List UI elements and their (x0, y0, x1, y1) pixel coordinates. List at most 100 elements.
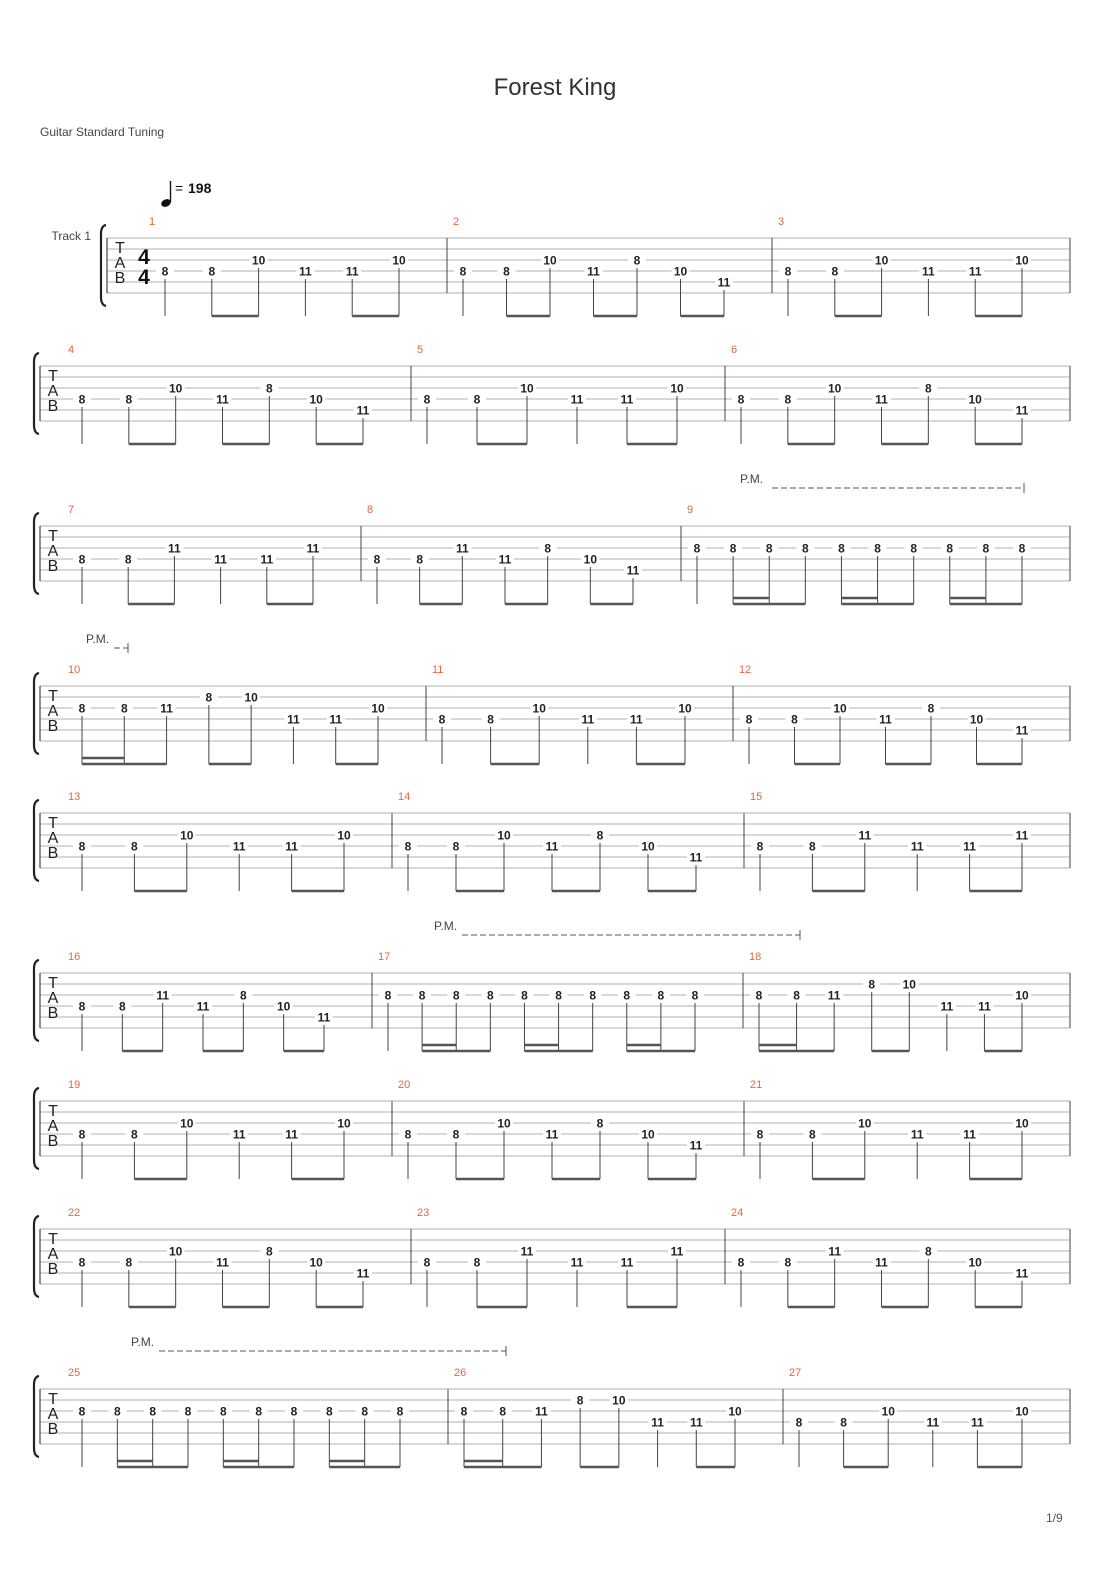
fret-backdrop (391, 1405, 409, 1417)
fret-number: 8 (374, 553, 381, 567)
fret-number: 11 (546, 840, 559, 854)
measure-number: 16 (68, 951, 80, 963)
fret-backdrop (591, 1117, 609, 1129)
fret-backdrop (686, 989, 704, 1001)
fret-backdrop (966, 1256, 985, 1268)
fret-backdrop (234, 989, 253, 1001)
fret-backdrop (1013, 1267, 1031, 1279)
fret-number: 11 (1016, 724, 1029, 738)
fret-backdrop (919, 265, 938, 277)
fret-number: 11 (346, 265, 359, 279)
fret-number: 10 (543, 254, 557, 268)
fret-backdrop (399, 840, 417, 852)
fret-backdrop (257, 553, 276, 565)
fret-number: 11 (260, 553, 273, 567)
fret-number: 10 (520, 382, 534, 396)
tab-clef-letter: T (48, 688, 58, 705)
song-title: Forest King (493, 74, 617, 101)
fret-backdrop (399, 1128, 417, 1140)
fret-number: 11 (581, 713, 594, 727)
tuning-label: Guitar Standard Tuning (40, 125, 165, 139)
fret-number: 10 (674, 265, 688, 279)
fret-backdrop (751, 840, 769, 852)
fret-backdrop (549, 989, 568, 1001)
fret-number: 10 (670, 382, 684, 396)
fret-number: 8 (831, 265, 838, 279)
fret-number: 8 (79, 1405, 86, 1419)
fret-number: 10 (337, 1117, 351, 1131)
fret-number: 11 (828, 989, 841, 1003)
fret-backdrop (919, 382, 938, 394)
fret-backdrop (968, 1416, 987, 1428)
fret-number: 8 (487, 989, 494, 1003)
fret-backdrop (113, 1000, 132, 1012)
fret-number: 8 (208, 265, 215, 279)
fret-number: 8 (79, 1128, 86, 1142)
fret-backdrop (919, 1245, 938, 1257)
fret-number: 8 (79, 1000, 86, 1014)
fret-backdrop (825, 265, 844, 277)
fret-backdrop (119, 1256, 138, 1268)
fret-backdrop (876, 713, 895, 725)
fret-number: 8 (784, 393, 791, 407)
fret-backdrop (211, 553, 230, 565)
fret-backdrop (468, 1256, 486, 1268)
measure-number: 15 (750, 791, 762, 803)
fret-backdrop (584, 265, 603, 277)
fret-backdrop (543, 840, 561, 852)
fret-backdrop (940, 542, 959, 554)
fret-backdrop (335, 829, 353, 841)
tab-clef-letter: B (48, 1421, 59, 1438)
fret-number: 8 (487, 713, 494, 727)
measure-number: 4 (68, 344, 74, 356)
fret-backdrop (379, 989, 397, 1001)
fret-backdrop (202, 265, 221, 277)
fret-number: 8 (809, 840, 816, 854)
fret-backdrop (676, 702, 694, 714)
fret-number: 8 (766, 542, 773, 556)
fret-number: 10 (497, 1117, 511, 1131)
fret-number: 8 (125, 1256, 132, 1270)
fret-backdrop (960, 1128, 979, 1140)
tab-clef-letter: B (115, 270, 126, 287)
fret-backdrop (908, 1128, 927, 1140)
fret-backdrop (975, 1000, 994, 1012)
measure-number: 17 (378, 951, 390, 963)
fret-backdrop (1013, 1405, 1031, 1417)
fret-number: 11 (941, 1000, 954, 1014)
fret-number: 11 (963, 840, 976, 854)
fret-number: 10 (970, 713, 984, 727)
fret-backdrop (803, 1128, 822, 1140)
fret-number: 11 (922, 265, 935, 279)
fret-number: 8 (131, 840, 138, 854)
fret-number: 8 (266, 1245, 273, 1259)
fret-number: 11 (285, 840, 298, 854)
fret-backdrop (868, 542, 887, 554)
fret-backdrop (230, 1128, 249, 1140)
fret-number: 11 (1016, 829, 1029, 843)
fret-number: 8 (874, 542, 881, 556)
fret-backdrop (177, 1117, 196, 1129)
fret-number: 10 (244, 691, 258, 705)
fret-number: 8 (946, 542, 953, 556)
fret-number: 8 (597, 829, 604, 843)
fret-number: 11 (456, 542, 469, 556)
system-bracket (32, 671, 40, 756)
fret-number: 8 (757, 840, 764, 854)
fret-backdrop (639, 840, 657, 852)
fret-backdrop (715, 276, 733, 288)
fret-number: 8 (623, 989, 630, 1003)
tab-clef-letter: A (48, 990, 59, 1007)
measure-number: 6 (731, 344, 737, 356)
fret-backdrop (468, 393, 486, 405)
fret-backdrop (908, 840, 927, 852)
fret-number: 11 (216, 393, 229, 407)
fret-number: 10 (903, 978, 917, 992)
fret-number: 11 (671, 1245, 684, 1259)
fret-backdrop (967, 713, 986, 725)
fret-number: 8 (784, 1256, 791, 1270)
fret-number: 8 (397, 1405, 404, 1419)
fret-backdrop (115, 702, 134, 714)
fret-number: 8 (125, 553, 132, 567)
fret-backdrop (199, 691, 218, 703)
